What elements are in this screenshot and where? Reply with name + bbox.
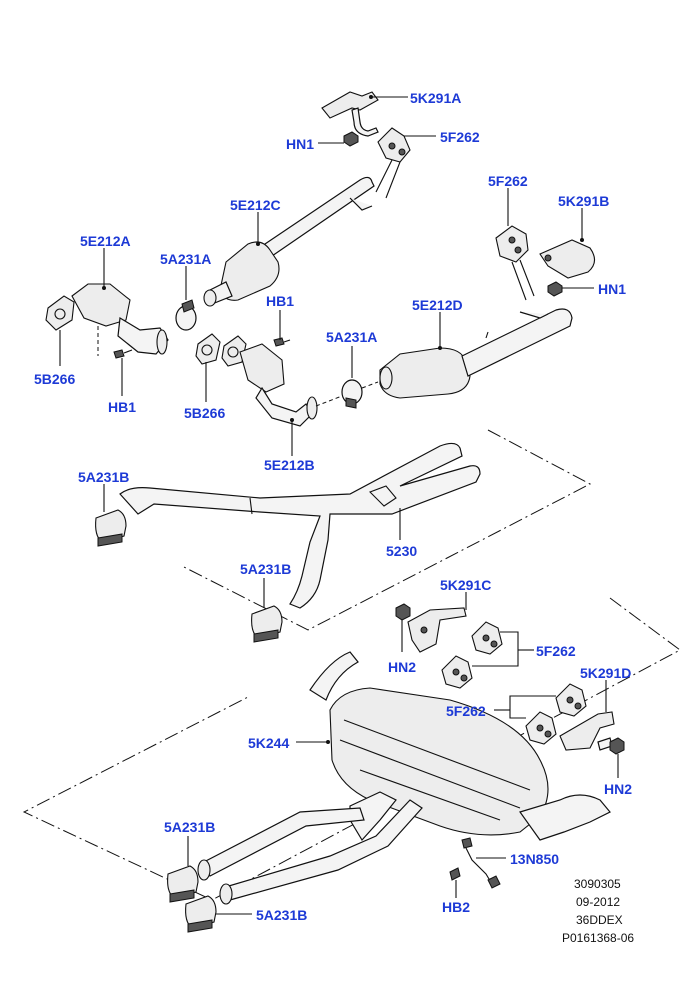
clamp-5a231b-mid: [251, 605, 283, 643]
nut-hn1-right: [547, 281, 563, 297]
label-hn1-top: HN1: [286, 136, 314, 152]
sensor-13n850: [461, 837, 501, 889]
label-5a231a-left: 5A231A: [160, 251, 211, 267]
caption-code: 3090305: [574, 877, 621, 891]
rear-muffler-5k244: [309, 651, 611, 842]
label-5k244: 5K244: [248, 735, 289, 751]
clamp-5a231b-bottom: [185, 895, 217, 933]
label-5k291b: 5K291B: [558, 193, 609, 209]
label-5f262-d: 5F262: [446, 703, 486, 719]
label-5e212d: 5E212D: [412, 297, 463, 313]
label-5a231b-bottom: 5A231B: [256, 907, 307, 923]
tailpipe-right: [219, 799, 423, 905]
nut-hn2-left: [395, 603, 411, 621]
label-hn2-left: HN2: [388, 659, 416, 675]
nut-hn1-top: [343, 131, 359, 147]
bolt-hb2: [449, 867, 461, 881]
label-5b266-mid: 5B266: [184, 405, 225, 421]
y-pipe-5230: [119, 442, 481, 609]
catalytic-converter-5e212c: [203, 176, 375, 307]
label-5e212c: 5E212C: [230, 197, 281, 213]
label-5k291d: 5K291D: [580, 665, 631, 681]
label-5e212a: 5E212A: [80, 233, 131, 249]
label-5f262-c: 5F262: [536, 643, 576, 659]
rubber-mount-5f262-top: [377, 127, 411, 163]
label-5a231b-low: 5A231B: [164, 819, 215, 835]
rubber-mount-5f262-c1: [471, 621, 503, 655]
catalytic-converter-5e212d: [379, 308, 573, 399]
nut-hn2-right: [609, 737, 625, 755]
bolt-hb1-left: [113, 349, 133, 359]
clamp-5a231b-low: [167, 865, 199, 903]
tailpipe-left: [197, 807, 365, 881]
bracket-5k291d: [559, 711, 615, 751]
label-5a231b-mid: 5A231B: [240, 561, 291, 577]
caption-ref: P0161368-06: [562, 931, 634, 945]
rubber-mount-5f262-d2: [525, 711, 557, 745]
rubber-mount-5f262-d1: [555, 683, 587, 717]
gasket-5b266-mid: [195, 333, 247, 367]
catalytic-manifold-5e212b: [239, 343, 318, 427]
clamp-5a231b-top: [95, 509, 127, 547]
label-hb2: HB2: [442, 899, 470, 915]
catalytic-manifold-5e212a: [45, 283, 169, 355]
label-5a231b-top: 5A231B: [78, 469, 129, 485]
label-hn1-right: HN1: [598, 281, 626, 297]
bracket-5k291b: [539, 239, 596, 279]
clamp-5a231a-right: [341, 379, 363, 409]
label-5230: 5230: [386, 543, 417, 559]
bolt-hb1-right: [273, 337, 291, 347]
label-5f262-top: 5F262: [440, 129, 480, 145]
label-5e212b: 5E212B: [264, 457, 315, 473]
label-hb1-right: HB1: [266, 293, 294, 309]
label-5a231a-right: 5A231A: [326, 329, 377, 345]
label-hn2-right: HN2: [604, 781, 632, 797]
bracket-5k291c: [407, 607, 467, 653]
clamp-5a231a-left: [175, 299, 197, 331]
rubber-mount-5f262-c2: [441, 655, 473, 689]
caption-model: 36DDEX: [576, 913, 623, 927]
label-5b266-left: 5B266: [34, 371, 75, 387]
label-5f262-right: 5F262: [488, 173, 528, 189]
caption-date: 09-2012: [576, 895, 620, 909]
label-5k291a: 5K291A: [410, 90, 461, 106]
rubber-mount-5f262-right: [495, 225, 529, 263]
label-hb1-left: HB1: [108, 399, 136, 415]
bracket-5k291a: [321, 91, 379, 137]
label-13n850: 13N850: [510, 851, 559, 867]
label-5k291c: 5K291C: [440, 577, 491, 593]
